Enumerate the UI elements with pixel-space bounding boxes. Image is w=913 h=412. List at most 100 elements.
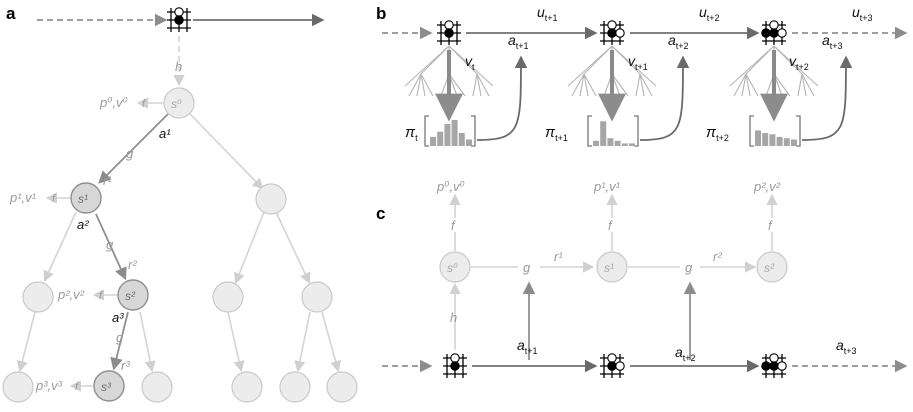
label-v-t2: vt+2 (789, 53, 809, 72)
edge (294, 311, 311, 373)
search-tree-edge (583, 73, 597, 97)
search-tree-edge (420, 73, 426, 97)
search-tree-edge (797, 73, 803, 97)
c-label-r1: r¹ (554, 249, 563, 264)
panel-c-letter: c (376, 204, 385, 223)
search-tree-edge (416, 73, 422, 97)
label-p3v3: p³,v³ (35, 378, 63, 393)
label-r2: r² (128, 257, 137, 272)
policy-bar (614, 140, 621, 146)
white-stone (607, 353, 617, 363)
node-s1 (70, 182, 102, 214)
go-board-icon (600, 20, 625, 45)
label-f3: f (75, 381, 79, 393)
edge (227, 311, 245, 373)
policy-bar (458, 133, 465, 146)
edge-g-3 (110, 311, 129, 371)
edge (234, 211, 265, 285)
policy-bracket-right (634, 115, 639, 147)
label-v-t: vt (465, 53, 475, 72)
edge (16, 311, 36, 373)
black-stone (761, 28, 771, 38)
label-f0: f (142, 98, 146, 110)
policy-bracket-left (424, 115, 429, 147)
white-stone (450, 353, 460, 363)
label-u-t3: ut+3 (852, 4, 873, 23)
policy-bar (451, 120, 458, 146)
label-p1v1: p¹,v¹ (9, 190, 37, 205)
panel-a: a h (2, 4, 358, 403)
search-tree-edge (408, 73, 422, 97)
go-board-icon (600, 353, 625, 378)
c-node-s0-label: s⁰ (447, 261, 458, 275)
label-g1: g (126, 146, 134, 161)
search-tree-edge (579, 73, 585, 97)
search-tree-edge (571, 73, 585, 97)
policy-bar (621, 143, 628, 146)
c-label-g1: g (523, 260, 531, 275)
c-label-r2: r² (713, 249, 722, 264)
go-board-icon (167, 7, 191, 32)
policy-bracket-left (587, 115, 592, 147)
label-h: h (175, 59, 182, 74)
label-a2: a² (77, 217, 89, 232)
black-stone (174, 15, 184, 25)
action-arrow (801, 55, 853, 141)
edge (321, 311, 342, 373)
policy-bar (776, 136, 783, 146)
search-tree-edge (733, 73, 747, 97)
action-arrow (639, 55, 690, 141)
policy-bar (593, 140, 599, 146)
label-g3: g (116, 330, 124, 345)
policy-bar (762, 133, 769, 146)
black-stone (444, 28, 454, 38)
node-s3 (93, 370, 125, 402)
label-u-t2: ut+2 (699, 4, 720, 23)
policy-bar (437, 131, 444, 146)
panel-c: c h s⁰ s¹ s² g g r¹ r² f f (376, 179, 908, 378)
tree-node (255, 183, 287, 215)
black-stone (761, 361, 771, 371)
search-tree-edge (611, 73, 629, 97)
c-label-p1v1: p¹,v¹ (593, 179, 621, 194)
policy-bar (791, 139, 797, 146)
label-p0v0: p⁰,v⁰ (99, 95, 129, 110)
search-tree-edge (404, 45, 450, 87)
go-board-icon (443, 353, 467, 378)
label-bg (764, 218, 780, 232)
search-tree-edge (729, 45, 775, 87)
edge (275, 211, 311, 285)
c-node-s2-label: s² (764, 261, 775, 275)
panel-a-letter: a (6, 4, 16, 23)
policy-bar (607, 138, 614, 146)
c-node-s1-label: s¹ (604, 261, 614, 275)
policy-bracket-right (471, 115, 476, 147)
white-stone (607, 20, 617, 30)
c-label-f: f (768, 218, 773, 233)
black-stone (607, 361, 617, 371)
go-board-icon (761, 353, 787, 378)
c-label-g2: g (685, 260, 693, 275)
tree-node (231, 371, 263, 403)
policy-bar (430, 136, 436, 146)
c-label-a-t1: at+1 (517, 337, 538, 356)
policy-bar (783, 138, 790, 146)
search-tree-edge (420, 73, 434, 97)
label-pi-t: πt (405, 124, 418, 143)
policy-bar (600, 121, 607, 146)
label-pi-t1: πt+1 (545, 124, 568, 143)
label-g2: g (106, 237, 114, 252)
policy-bar (629, 143, 635, 146)
policy-bracket-right (796, 115, 801, 147)
search-tree-edge (773, 45, 819, 87)
node-s0-label: s⁰ (171, 97, 182, 111)
edge (189, 113, 264, 190)
white-stone (615, 28, 625, 38)
tree-node (22, 281, 54, 313)
node-s3-label: s³ (101, 380, 112, 394)
label-a3: a³ (112, 310, 124, 325)
white-stone (615, 361, 625, 371)
node-s0 (163, 87, 195, 119)
panel-b-letter: b (376, 4, 386, 23)
